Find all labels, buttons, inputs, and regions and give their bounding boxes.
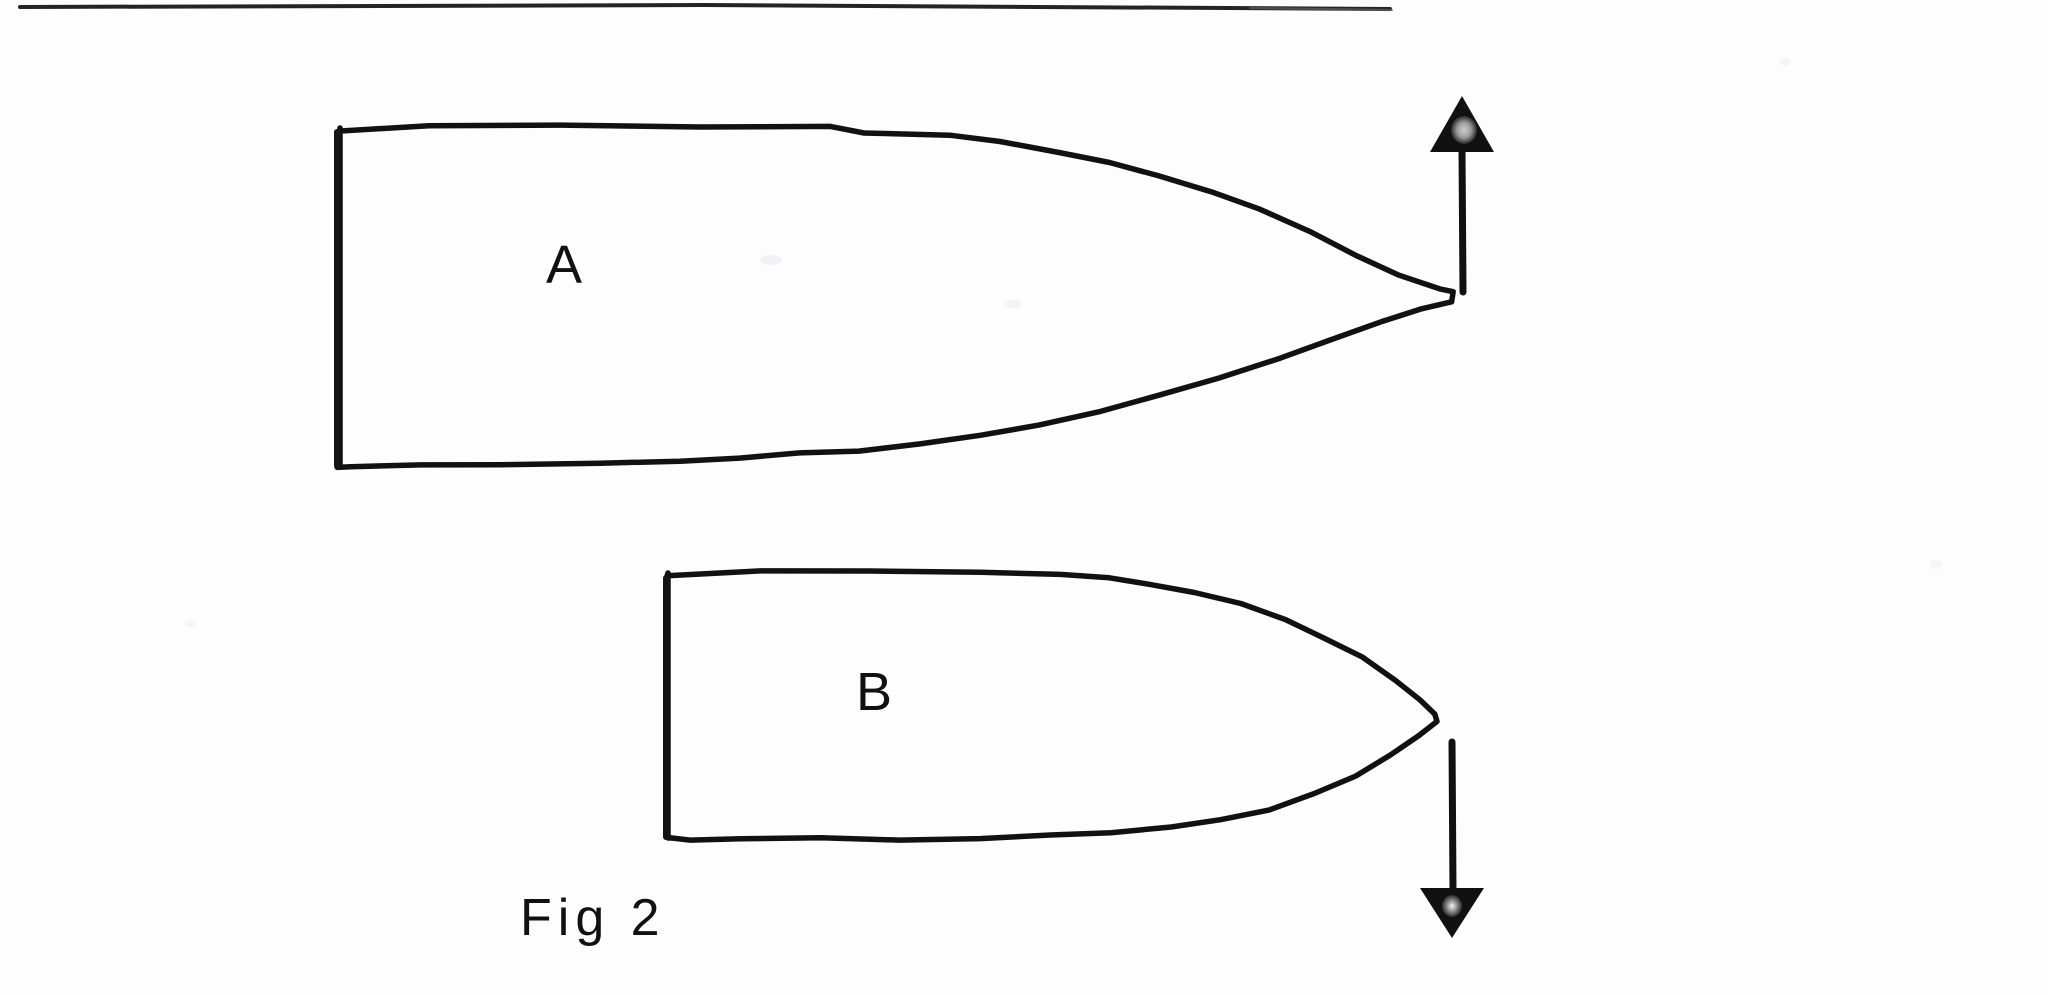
shape-b-outline: [663, 568, 1440, 843]
down-arrow: [1420, 738, 1484, 938]
scan-edge-rule: [18, 2, 1394, 12]
up-arrow: [1430, 96, 1494, 296]
figure-caption: Fig 2: [520, 889, 666, 947]
shape-label-b: B: [856, 662, 893, 722]
shape-a-outline: [334, 122, 1456, 471]
shape-label-a: A: [546, 235, 583, 295]
